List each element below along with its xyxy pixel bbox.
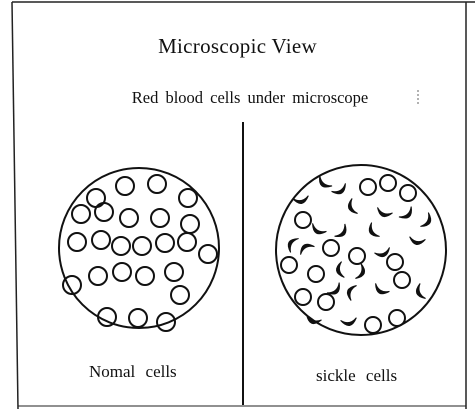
normal-cells-field <box>59 168 219 331</box>
sickle-cell <box>346 198 358 215</box>
red-blood-cell <box>113 263 131 281</box>
red-blood-cell <box>165 263 183 281</box>
sickle-cell <box>375 207 392 219</box>
diagram-subtitle: Red blood cells under microscope <box>0 88 475 108</box>
red-blood-cell <box>318 294 334 310</box>
red-blood-cell <box>72 205 90 223</box>
red-blood-cell <box>308 266 324 282</box>
red-blood-cell <box>281 257 297 273</box>
red-blood-cell <box>112 237 130 255</box>
sickle-cell <box>335 224 350 240</box>
red-blood-cell <box>295 289 311 305</box>
red-blood-cell <box>394 272 410 288</box>
red-blood-cell <box>68 233 86 251</box>
sickle-cell <box>414 283 426 300</box>
sickle-cells-field <box>276 165 446 335</box>
red-blood-cell <box>171 286 189 304</box>
sickle-cell <box>409 237 426 246</box>
red-blood-cell <box>133 237 151 255</box>
red-blood-cell <box>98 308 116 326</box>
red-blood-cell <box>151 209 169 227</box>
sickle-cell <box>297 241 314 255</box>
sickle-cell <box>285 235 299 252</box>
sickle-cell <box>341 318 358 327</box>
red-blood-cell <box>199 245 217 263</box>
red-blood-cell <box>87 189 105 207</box>
sickle-cell <box>366 223 380 240</box>
normal-cells-caption: Nomal cells <box>89 362 177 382</box>
red-blood-cell <box>95 203 113 221</box>
sickle-cell <box>332 183 349 197</box>
sickle-cell <box>420 213 434 230</box>
red-blood-cell <box>295 212 311 228</box>
red-blood-cell <box>323 240 339 256</box>
sickle-cells-caption: sickle cells <box>316 366 397 386</box>
red-blood-cell <box>120 209 138 227</box>
sickle-cell <box>399 207 415 222</box>
sickle-cell <box>316 176 332 191</box>
red-blood-cell <box>400 185 416 201</box>
red-blood-cell <box>349 248 365 264</box>
red-blood-cell <box>89 267 107 285</box>
red-blood-cell <box>178 233 196 251</box>
red-blood-cell <box>365 317 381 333</box>
red-blood-cell <box>92 231 110 249</box>
red-blood-cell <box>156 234 174 252</box>
red-blood-cell <box>116 177 134 195</box>
sickle-cell <box>372 283 389 297</box>
red-blood-cell <box>179 189 197 207</box>
red-blood-cell <box>387 254 403 270</box>
sickle-cell <box>309 223 326 237</box>
red-blood-cell <box>136 267 154 285</box>
diagram-title: Microscopic View <box>0 34 475 59</box>
red-blood-cell <box>360 179 376 195</box>
red-blood-cell <box>148 175 166 193</box>
red-blood-cell <box>181 215 199 233</box>
red-blood-cell <box>129 309 147 327</box>
left-border-line <box>12 2 18 409</box>
sickle-cell <box>335 262 344 279</box>
sickle-cell <box>355 263 367 280</box>
red-blood-cell <box>389 310 405 326</box>
red-blood-cell <box>157 313 175 331</box>
red-blood-cell <box>380 175 396 191</box>
sickle-cell <box>345 283 357 300</box>
